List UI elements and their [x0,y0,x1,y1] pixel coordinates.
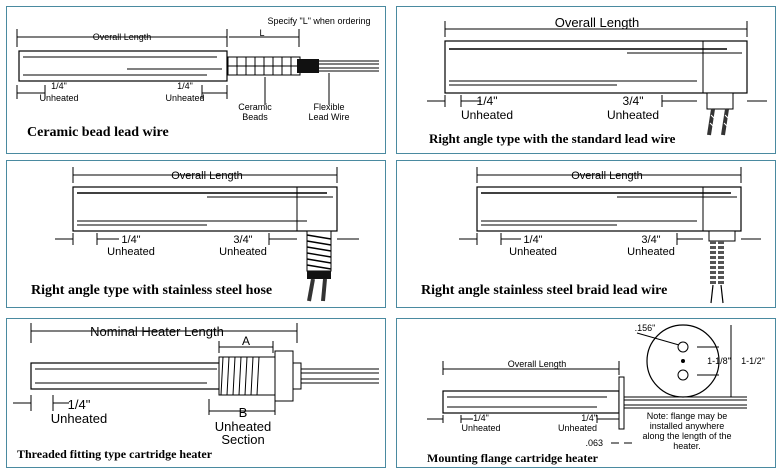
left-unheated-dim: 1/4" [51,81,67,91]
lead-wire-label: Lead Wire [308,112,349,122]
beads-label: Beads [242,112,268,122]
stainless-hose [306,230,332,302]
caption-threaded-fitting: Threaded fitting type cartridge heater [17,447,213,461]
overall-length-label: Overall Length [93,32,152,42]
left-unheated-label: Unheated [461,108,513,122]
ceramic-bead-diagram: Overall Length Specify "L" when ordering… [16,16,379,122]
right-unheated-dim: 3/4" [623,94,644,108]
right-unheated-label: Unheated [627,246,675,258]
lead-exit-housing [706,92,734,110]
left-unheated-dim: 1/4" [477,94,498,108]
right-unheated-dim: 3/4" [641,234,660,246]
overall-length-label: Overall Length [571,170,643,182]
ceramic-label: Ceramic [238,102,272,112]
lead-wires [707,108,730,136]
flange-thickness-label: .063 [585,438,603,448]
left-unheated-dim: 1/4" [523,234,542,246]
right-unheated-dim: 1/4" [581,413,597,423]
heater-sheath [30,362,228,390]
left-unheated-dim: 1/4" [473,413,489,423]
specify-l-label: Specify "L" when ordering [268,16,371,26]
steel-braid-leads [708,230,736,304]
heater-body [18,50,228,82]
right-unheated-label: Unheated [219,246,267,258]
panel-threaded-fitting: Nominal Heater Length A 1/4" Unheated [6,318,386,468]
heater-body [442,390,620,414]
overall-length-label: Overall Length [508,359,567,369]
left-unheated-dim: 1/4" [68,397,91,412]
right-unheated-dim: 3/4" [233,234,252,246]
heater-body [476,186,742,232]
left-unheated-label: Unheated [39,93,78,103]
nominal-length-label: Nominal Heater Length [90,324,224,339]
lead-wires [624,396,747,409]
note-line-1: Note: flange may be [647,411,728,421]
overall-length-label: Overall Length [555,15,640,30]
left-unheated-label: Unheated [461,423,500,433]
panel-ceramic-bead: Overall Length Specify "L" when ordering… [6,6,386,154]
dim-a-label: A [242,334,250,348]
caption-right-angle-braid: Right angle stainless steel braid lead w… [421,283,668,298]
left-unheated-dim: 1/4" [121,234,140,246]
right-unheated-label: Unheated [165,93,204,103]
hole-spacing-label: 1-1/8" [707,356,731,366]
ceramic-beads [227,56,319,76]
flange-face [646,324,720,398]
right-unheated-label: Unheated [607,108,659,122]
note-line-2: installed anywhere [650,421,725,431]
caption-right-angle-hose: Right angle type with stainless steel ho… [31,283,273,298]
hole-diameter-label: .156" [635,323,656,333]
threaded-fitting-diagram: Nominal Heater Length A 1/4" Unheated [13,323,379,447]
flexible-lead-wires [319,60,379,72]
flange-diameter-label: 1-1/2" [741,356,765,366]
note-line-3: along the length of the [642,431,731,441]
panel-right-angle-standard: Overall Length 1/4" Unheated 3/4" Unheat… [396,6,776,154]
panel-right-angle-braid: Overall Length 1/4" Unheated 3/4" Unheat… [396,160,776,308]
heater-body [72,186,338,232]
overall-length-label: Overall Length [171,170,243,182]
panel-mounting-flange: Overall Length .156" 1-1/8" 1-1/2" [396,318,776,468]
lead-wires [301,368,379,384]
caption-ceramic-bead: Ceramic bead lead wire [27,125,169,140]
panel-right-angle-hose: Overall Length 1/4" Unheated 3/4" Unheat… [6,160,386,308]
section-label: Section [221,432,264,447]
right-angle-hose-diagram: Overall Length 1/4" Unheated 3/4" Unheat… [55,167,359,302]
mounting-flange-diagram: Overall Length .156" 1-1/8" 1-1/2" [427,323,765,451]
right-angle-braid-diagram: Overall Length 1/4" Unheated 3/4" Unheat… [459,167,761,304]
left-unheated-label: Unheated [509,246,557,258]
right-angle-standard-diagram: Overall Length 1/4" Unheated 3/4" Unheat… [427,15,767,136]
right-unheated-dim: 1/4" [177,81,193,91]
flange-side [618,376,625,430]
caption-right-angle-standard: Right angle type with the standard lead … [429,131,676,146]
l-label: L [259,28,264,38]
left-unheated-label: Unheated [51,411,107,426]
right-unheated-label: Unheated [558,423,597,433]
left-unheated-label: Unheated [107,246,155,258]
caption-mounting-flange: Mounting flange cartridge heater [427,451,598,465]
dim-b-label: B [239,405,248,420]
note-line-4: heater. [673,441,701,451]
flexible-label: Flexible [313,102,344,112]
unheated-label: Unheated [215,419,271,434]
threaded-fitting [218,350,302,402]
